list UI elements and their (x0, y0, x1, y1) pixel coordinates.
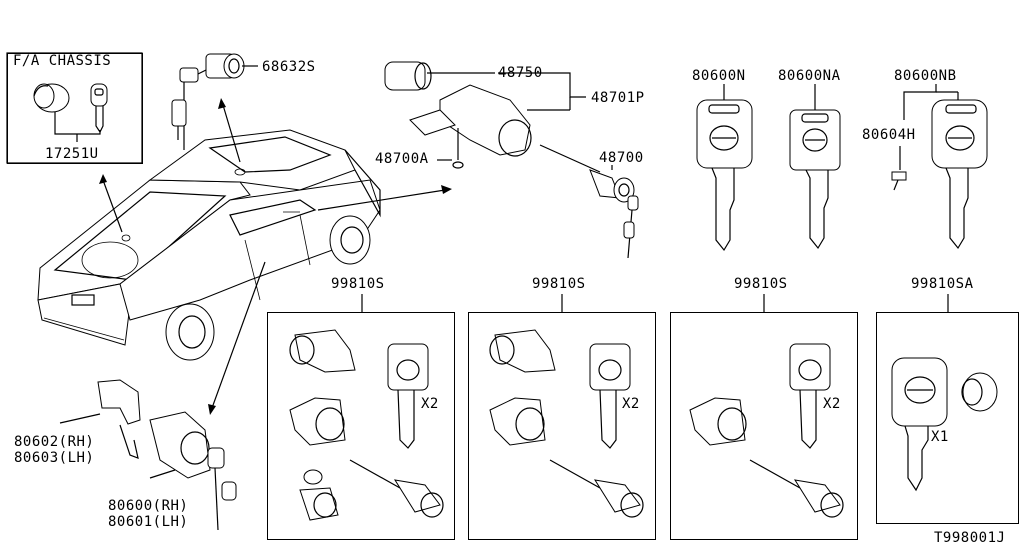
label-80600nb: 80600NB (894, 68, 957, 84)
diagram-code: T998001J (934, 530, 1006, 546)
steering-lock-drawing (384, 61, 586, 169)
label-80601-lh: 80601(LH) (108, 514, 189, 530)
kit-2-drawing (489, 329, 644, 518)
kit-4-qty: X1 (931, 429, 949, 445)
key-80600n-drawing (696, 84, 753, 252)
key-80600nb-drawing (891, 84, 988, 250)
label-48701p: 48701P (591, 90, 645, 106)
kit-box-1 (267, 312, 455, 540)
label-80602-rh: 80602(RH) (14, 434, 95, 450)
kit-3-title: 99810S (734, 276, 788, 292)
label-80600n: 80600N (692, 68, 746, 84)
label-80600na: 80600NA (778, 68, 841, 84)
inset-cylinder-drawing (6, 52, 143, 164)
kit-box-2 (468, 312, 656, 540)
truck-illustration (37, 129, 381, 361)
part-68632s-drawing (171, 53, 258, 150)
kit-4-drawing (891, 357, 998, 492)
key-80600na-drawing (789, 84, 841, 250)
part-48700-drawing (539, 144, 639, 259)
label-48750: 48750 (498, 65, 543, 81)
kit-2-qty: X2 (622, 396, 640, 412)
kit-2-title: 99810S (532, 276, 586, 292)
label-80603-lh: 80603(LH) (14, 450, 95, 466)
kit-1-qty: X2 (421, 396, 439, 412)
label-48700a: 48700A (375, 151, 429, 167)
callout-arrows (99, 98, 452, 415)
kit-1-title: 99810S (331, 276, 385, 292)
kit-box-3 (670, 312, 858, 540)
kit-1-drawing (289, 329, 444, 521)
lower-left-parts-drawing (59, 379, 237, 531)
label-80600-rh: 80600(RH) (108, 498, 189, 514)
label-17251u: 17251U (45, 146, 99, 162)
kit-3-qty: X2 (823, 396, 841, 412)
label-80604h: 80604H (862, 127, 916, 143)
inset-box (7, 53, 143, 164)
label-68632s: 68632S (262, 59, 316, 75)
kit-box-4 (876, 312, 1019, 524)
kit-4-title: 99810SA (911, 276, 974, 292)
label-48700: 48700 (599, 150, 644, 166)
inset-title: F/A CHASSIS (13, 53, 112, 69)
kit-3-drawing (689, 343, 844, 518)
